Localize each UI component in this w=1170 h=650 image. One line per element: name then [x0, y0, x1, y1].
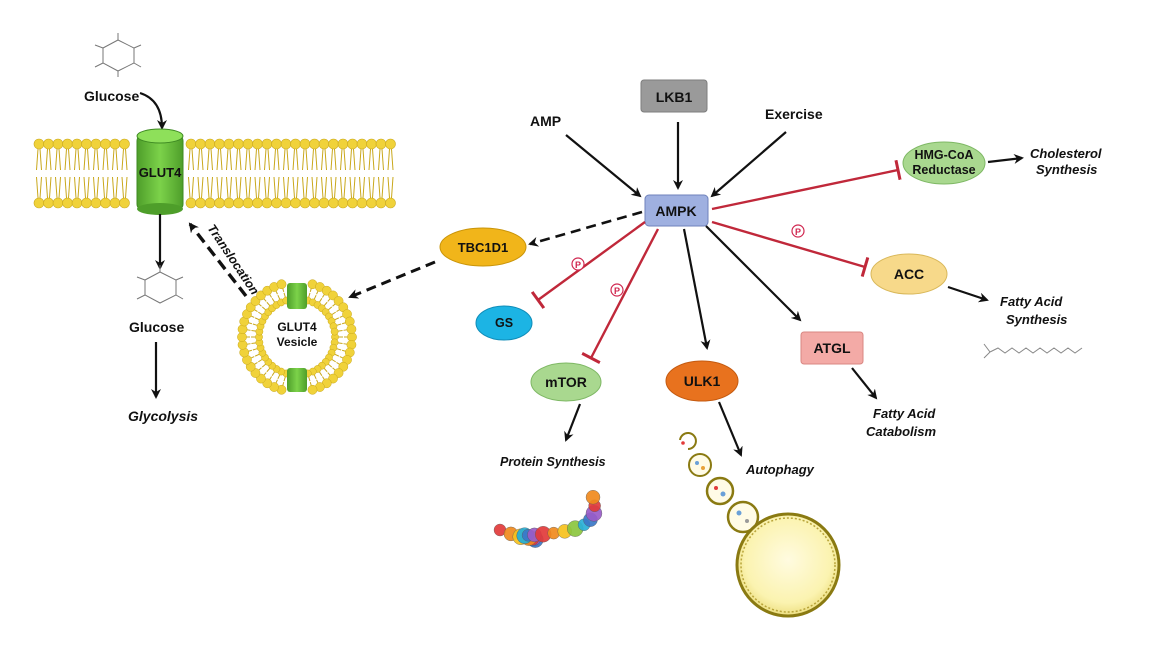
mtor-phospho-icon: P	[610, 283, 624, 297]
svg-text:P: P	[795, 227, 801, 237]
exercise-to-ampk-arrow	[710, 131, 787, 198]
tbc1d1-label: TBC1D1	[458, 240, 509, 255]
lkb1-node	[640, 79, 708, 113]
fa-catabolism-label-1: Fatty Acid	[873, 406, 936, 421]
acc-label: ACC	[894, 266, 924, 282]
mtor-node	[530, 362, 602, 402]
vesicle-label-line1: GLUT4	[277, 320, 317, 334]
acc-to-fasynth-arrow	[947, 285, 989, 303]
protein-synthesis-label: Protein Synthesis	[500, 455, 606, 469]
glucose-top-label: Glucose	[84, 88, 139, 104]
gs-node	[475, 305, 533, 341]
glucose-to-glut4-arrow	[139, 91, 167, 130]
atgl-to-facat-arrow	[851, 367, 878, 400]
mtor-label: mTOR	[545, 374, 587, 390]
ampk-inhibits-gs-line	[530, 221, 646, 309]
fa-catabolism-label-2: Catabolism	[866, 424, 937, 439]
cholesterol-label-2: Synthesis	[1036, 162, 1097, 177]
vesicle-glut4-top	[287, 283, 307, 309]
atgl-node	[800, 331, 864, 365]
fa-synthesis-label-2: Synthesis	[1006, 312, 1067, 327]
glut4-vesicle	[237, 279, 357, 395]
glycolysis-label: Glycolysis	[128, 408, 198, 424]
hmg-coa-node	[902, 141, 986, 185]
fa-synthesis-label-1: Fatty Acid	[1000, 294, 1063, 309]
ampk-to-tbc1d1-arrow	[528, 210, 643, 247]
atgl-label: ATGL	[813, 340, 851, 356]
ampk-inhibits-acc-line	[711, 220, 870, 278]
mtor-to-protein-arrow	[564, 403, 582, 442]
exercise-label: Exercise	[765, 106, 823, 122]
ampk-to-ulk1-arrow	[682, 228, 711, 350]
amp-to-ampk-arrow	[565, 134, 642, 198]
ampk-node	[644, 194, 709, 227]
cell-membrane	[33, 138, 396, 209]
glut4-label: GLUT4	[139, 165, 182, 180]
tbc1d1-node	[439, 227, 527, 267]
hmg-label-line1: HMG-CoA	[914, 148, 973, 162]
ulk1-to-autophagy-arrow	[717, 401, 743, 457]
hmg-label-line2: Reductase	[912, 163, 975, 177]
lkb1-label: LKB1	[656, 89, 693, 105]
svg-text:P: P	[614, 286, 620, 296]
autophagy-illustration	[679, 432, 841, 618]
gs-label: GS	[495, 316, 513, 330]
ulk1-label: ULK1	[684, 373, 721, 389]
glut4-transporter: GLUT4	[136, 128, 184, 215]
translocation-arrow	[188, 222, 248, 298]
cholesterol-label-1: Cholesterol	[1030, 146, 1102, 161]
protein-chain-icon	[493, 490, 603, 548]
ampk-inhibits-mtor-line	[581, 228, 660, 364]
vesicle-glut4-bottom	[287, 368, 307, 392]
ulk1-node	[665, 360, 739, 402]
glucose-structure-top-icon	[94, 33, 142, 77]
ampk-label: AMPK	[655, 203, 696, 219]
glucose-structure-bottom-icon	[136, 265, 184, 304]
ampk-to-atgl-arrow	[705, 225, 802, 322]
fatty-acid-chain-icon	[983, 343, 1083, 359]
acc-phospho-icon: P	[791, 224, 805, 238]
autophagy-label: Autophagy	[745, 462, 815, 477]
gs-phospho-icon: P	[571, 257, 585, 271]
tbc1d1-to-vesicle-arrow	[348, 260, 436, 299]
glucose-bottom-label: Glucose	[129, 319, 184, 335]
acc-node	[870, 253, 948, 295]
hmg-to-cholesterol-arrow	[987, 153, 1024, 164]
amp-label: AMP	[530, 113, 561, 129]
ampk-inhibits-hmg-line	[711, 159, 902, 211]
translocation-label: Translocation	[205, 222, 263, 298]
vesicle-label-line2: Vesicle	[277, 335, 318, 349]
svg-text:P: P	[575, 260, 581, 270]
